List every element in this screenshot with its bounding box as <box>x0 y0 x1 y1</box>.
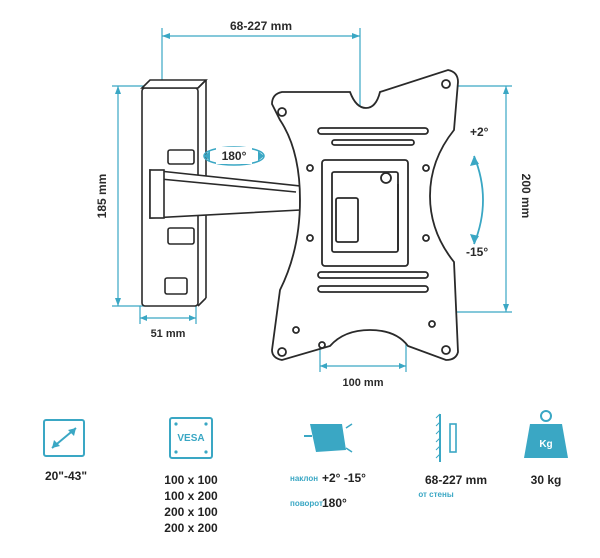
vesa-size-4: 200 x 200 <box>164 521 218 535</box>
vesa-size-1: 100 x 100 <box>164 473 218 487</box>
swivel-caption: поворот <box>290 499 323 508</box>
vesa-width-label: 100 mm <box>343 377 384 389</box>
vesa-height-label: 200 mm <box>519 174 533 219</box>
height-label: 185 mm <box>95 174 109 219</box>
weight-icon: Kg <box>524 410 568 458</box>
tilt-value: +2° -15° <box>322 471 366 485</box>
swivel-label: 180° <box>222 149 247 163</box>
tilt-indicator: +2° -15° <box>466 125 489 259</box>
dimension-top: 68-227 mm <box>161 19 361 112</box>
dimension-right: 200 mm <box>452 85 533 313</box>
wall-distance-value: 68-227 mm <box>425 473 487 487</box>
vesa-plate <box>271 69 459 361</box>
tilt-up-label: +2° <box>470 125 489 139</box>
vesa-badge: VESA <box>177 433 204 444</box>
swivel-indicator: 180° <box>203 146 265 166</box>
tilt-swivel-icon <box>304 423 353 453</box>
screen-size-value: 20"-43" <box>45 469 87 483</box>
swivel-value: 180° <box>322 496 347 510</box>
wall-distance-caption: от стены <box>418 490 453 499</box>
wall-distance-icon <box>435 413 457 462</box>
tilt-caption: наклон <box>290 474 318 483</box>
swivel-arm <box>149 169 301 219</box>
dimension-depth: 51 mm <box>139 306 197 340</box>
tilt-down-label: -15° <box>466 245 488 259</box>
weight-badge: Kg <box>539 439 552 450</box>
vesa-icon: VESA <box>169 417 213 459</box>
weight-value: 30 kg <box>531 473 562 487</box>
depth-label: 51 mm <box>151 328 186 340</box>
vesa-size-3: 200 x 100 <box>164 505 218 519</box>
width-range-label: 68-227 mm <box>230 19 292 33</box>
vesa-size-2: 100 x 200 <box>164 489 218 503</box>
dimension-bottom: 100 mm <box>319 340 407 389</box>
screen-size-icon <box>43 419 85 457</box>
